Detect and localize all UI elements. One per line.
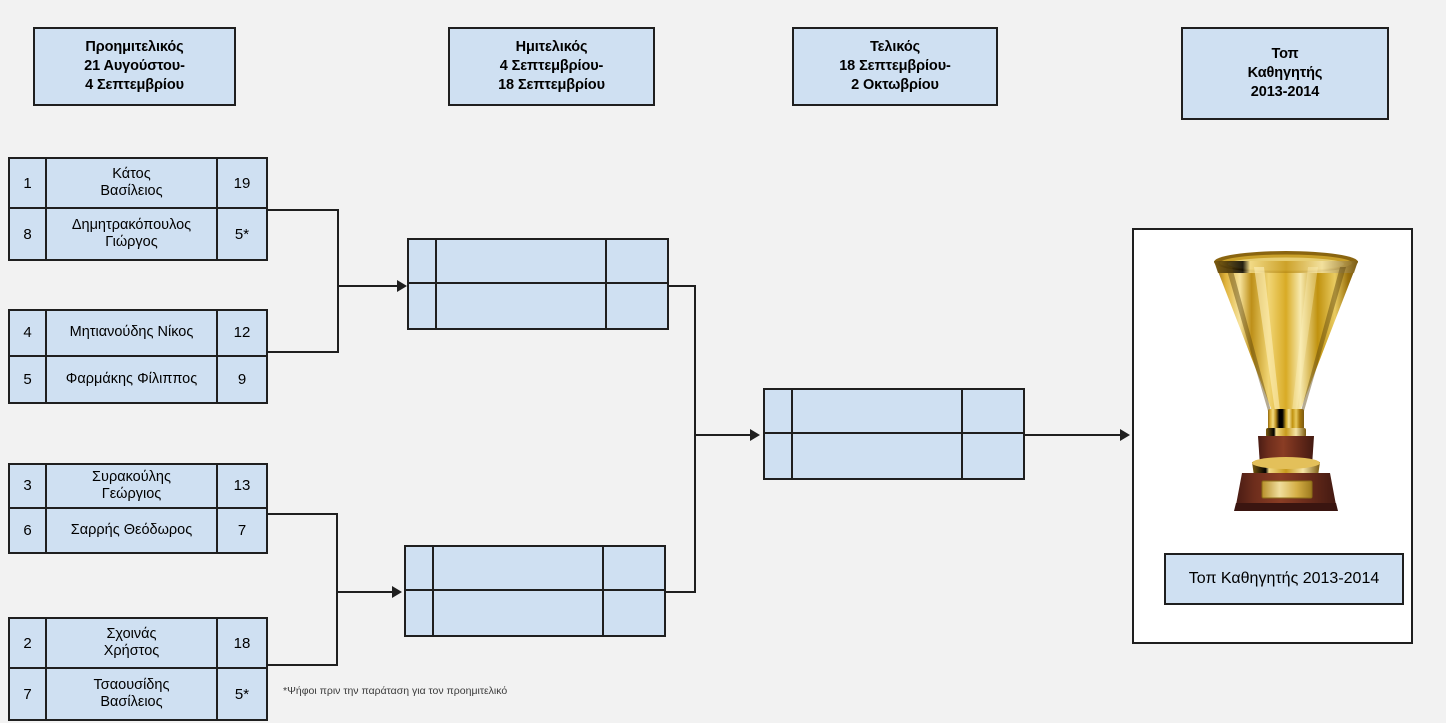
score-cell: 12 [233,324,251,342]
round-header-final: Τελικός 18 Σεπτεμβρίου- 2 Οκτωβρίου [792,27,998,106]
arrow-into-sf2 [392,586,402,598]
connector-final-to-champion [1025,434,1125,436]
round-title: Προημιτελικός [85,38,184,55]
arrow-into-champion [1120,429,1130,441]
score-cell: 19 [233,174,251,192]
round-header-quarterfinal: Προημιτελικός 21 Αυγούστου- 4 Σεπτεμβρίο… [33,27,236,106]
seed-cell: 3 [10,465,47,507]
player-name-cell [434,547,604,589]
match-quarterfinal-3[interactable]: 3 Συρακούλης Γεώργιος 13 6 Σαρρής Θεόδωρ… [8,463,268,554]
table-row[interactable] [406,547,664,591]
match-final[interactable] [763,388,1025,480]
connector-bracket-final [694,285,696,593]
table-row[interactable]: 2 Σχοινάς Χρήστος 18 [10,619,266,669]
match-quarterfinal-4[interactable]: 2 Σχοινάς Χρήστος 18 7 Τσαουσίδης Βασίλε… [8,617,268,721]
player-name-cell: Συρακούλης Γεώργιος [47,465,218,507]
round-title: Τοπ [1271,45,1299,62]
seed-cell [406,591,434,635]
table-row[interactable] [765,434,1023,478]
connector-qf1-to-sf1 [268,209,338,211]
match-semifinal-2[interactable] [404,545,666,637]
champion-caption: Τοπ Καθηγητής 2013-2014 [1164,553,1404,605]
connector-sf1-to-final [669,285,696,287]
player-name-cell [437,240,607,282]
seed-cell: 1 [10,159,47,207]
round-date-from: Καθηγητής [1247,64,1323,81]
table-row[interactable] [765,390,1023,434]
score-cell [607,240,667,282]
table-row[interactable]: 8 Δημητρακόπουλος Γιώργος 5* [10,209,266,259]
table-row[interactable]: 5 Φαρμάκης Φίλιππος 9 [10,356,266,402]
footnote-text: *Ψήφοι πριν την παράταση για τον προημιτ… [283,685,508,697]
player-name-cell [437,284,607,328]
connector-feed-sf2 [336,591,394,593]
score-cell: 5* [234,685,250,703]
round-header-semifinal: Ημιτελικός 4 Σεπτεμβρίου- 18 Σεπτεμβρίου [448,27,655,106]
player-name-cell [793,434,963,478]
score-cell: 13 [233,477,251,495]
table-row[interactable] [406,591,664,635]
connector-bracket-upper [337,209,339,353]
table-row[interactable]: 4 Μητιανούδης Νίκος 12 [10,311,266,357]
table-row[interactable]: 7 Τσαουσίδης Βασίλειος 5* [10,669,266,719]
round-date-from: 21 Αυγούστου- [84,57,185,74]
table-row[interactable]: 3 Συρακούλης Γεώργιος 13 [10,465,266,509]
connector-bracket-lower [336,513,338,666]
seed-cell [406,547,434,589]
connector-qf2-to-sf1 [268,351,338,353]
score-cell: 7 [237,521,247,539]
connector-qf4-to-sf2 [268,664,337,666]
score-cell [963,390,1023,432]
player-name-cell: Κάτος Βασίλειος [47,159,218,207]
score-cell [604,591,664,635]
round-date-to: 18 Σεπτεμβρίου [498,77,605,94]
round-date-from: 4 Σεπτεμβρίου- [499,57,604,74]
seed-cell [409,240,437,282]
round-title: Ημιτελικός [515,38,588,55]
player-name-cell: Δημητρακόπουλος Γιώργος [47,209,218,259]
player-name-cell: Μητιανούδης Νίκος [47,311,218,355]
score-cell: 9 [237,370,247,388]
connector-qf3-to-sf2 [268,513,337,515]
score-cell [963,434,1023,478]
connector-feed-sf1 [337,285,399,287]
score-cell: 18 [233,634,251,652]
seed-cell: 2 [10,619,47,667]
round-date-to: 2 Οκτωβρίου [851,77,939,94]
seed-cell [409,284,437,328]
table-row[interactable]: 6 Σαρρής Θεόδωρος 7 [10,508,266,552]
table-row[interactable] [409,284,667,328]
round-date-from: 18 Σεπτεμβρίου- [839,57,951,74]
player-name-cell: Τσαουσίδης Βασίλειος [47,669,218,719]
score-cell [604,547,664,589]
score-cell [607,284,667,328]
seed-cell: 4 [10,311,47,355]
round-date-to: 2013-2014 [1250,84,1320,101]
seed-cell: 8 [10,209,47,259]
round-title: Τελικός [869,38,921,55]
score-cell: 5* [234,225,250,243]
player-name-cell [434,591,604,635]
player-name-cell [793,390,963,432]
match-quarterfinal-2[interactable]: 4 Μητιανούδης Νίκος 12 5 Φαρμάκης Φίλιππ… [8,309,268,404]
player-name-cell: Σχοινάς Χρήστος [47,619,218,667]
arrow-into-final [750,429,760,441]
match-quarterfinal-1[interactable]: 1 Κάτος Βασίλειος 19 8 Δημητρακόπουλος Γ… [8,157,268,261]
match-semifinal-1[interactable] [407,238,669,330]
seed-cell: 7 [10,669,47,719]
seed-cell [765,390,793,432]
table-row[interactable]: 1 Κάτος Βασίλειος 19 [10,159,266,209]
arrow-into-sf1 [397,280,407,292]
connector-feed-final [694,434,752,436]
round-header-champion: Τοπ Καθηγητής 2013-2014 [1181,27,1389,120]
player-name-cell: Φαρμάκης Φίλιππος [47,356,218,402]
seed-cell [765,434,793,478]
round-date-to: 4 Σεπτεμβρίου [85,77,184,94]
table-row[interactable] [409,240,667,284]
seed-cell: 5 [10,356,47,402]
seed-cell: 6 [10,508,47,552]
connector-sf2-to-final [666,591,696,593]
player-name-cell: Σαρρής Θεόδωρος [47,508,218,552]
